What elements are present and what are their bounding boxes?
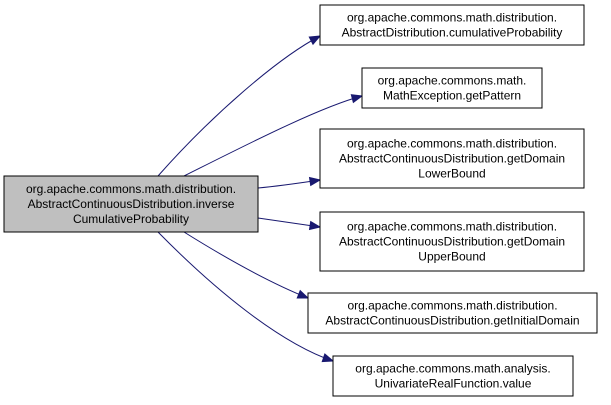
edge-to-get-domain-upper-bound-arrowhead [308,220,322,231]
callee-node-cumulative-probability-label-line: AbstractDistribution.cumulativeProbabili… [342,26,563,40]
callee-node-get-initial-domain[interactable]: org.apache.commons.math.distribution.Abs… [307,292,598,334]
callee-node-get-domain-upper-bound-label-line: UpperBound [418,250,485,264]
callee-node-get-pattern-label-line: MathException.getPattern [383,89,521,103]
callee-node-get-domain-lower-bound-label-line: LowerBound [418,167,485,181]
edge-to-value [157,231,335,363]
edge-to-cumulative-probability-line [157,35,321,177]
callee-node-get-initial-domain-label-line: org.apache.commons.math.distribution. [347,299,557,313]
callee-node-get-domain-upper-bound-label-line: org.apache.commons.math.distribution. [347,220,557,234]
callee-node-get-pattern[interactable]: org.apache.commons.math.MathException.ge… [361,67,543,109]
callee-node-get-domain-lower-bound-label-line: AbstractContinuousDistribution.getDomain [339,152,565,166]
callee-node-get-domain-upper-bound[interactable]: org.apache.commons.math.distribution.Abs… [319,211,585,272]
root-node-inverse-cumulative-probability-label-line: org.apache.commons.math.distribution. [26,182,236,196]
edge-to-get-pattern-arrowhead [350,94,364,104]
callee-node-get-domain-upper-bound-box [319,211,585,272]
root-node-inverse-cumulative-probability-label-line: AbstractContinuousDistribution.inverse [28,197,235,211]
edge-to-get-initial-domain [183,231,310,299]
callee-node-cumulative-probability-label-line: org.apache.commons.math.distribution. [347,11,557,25]
edge-to-cumulative-probability-arrowhead [308,35,322,46]
callee-node-get-domain-lower-bound-box [319,128,585,189]
callee-node-value-box [332,355,574,397]
callee-node-cumulative-probability[interactable]: org.apache.commons.math.distribution.Abs… [319,4,585,46]
callee-node-value-label-line: org.apache.commons.math.analysis. [355,362,550,376]
edge-to-get-pattern-line [183,95,363,177]
callee-node-get-domain-lower-bound[interactable]: org.apache.commons.math.distribution.Abs… [319,128,585,189]
callee-node-get-domain-upper-bound-label-line: AbstractContinuousDistribution.getDomain [339,235,565,249]
callee-node-get-pattern-label-line: org.apache.commons.math. [378,74,527,88]
edge-to-get-initial-domain-line [183,231,309,299]
edge-to-get-domain-lower-bound-arrowhead [308,176,322,187]
callee-node-value[interactable]: org.apache.commons.math.analysis.Univari… [332,355,574,397]
call-edges [157,35,364,363]
callee-node-get-pattern-box [361,67,543,109]
root-node-inverse-cumulative-probability[interactable]: org.apache.commons.math.distribution.Abs… [3,175,259,233]
edge-to-get-domain-lower-bound [257,176,322,189]
callee-node-get-domain-lower-bound-label-line: org.apache.commons.math.distribution. [347,137,557,151]
callee-node-cumulative-probability-box [319,4,585,46]
edge-to-get-domain-upper-bound [257,217,322,231]
edge-to-value-line [157,231,334,362]
edge-to-cumulative-probability [157,35,322,177]
callee-node-get-initial-domain-label-line: AbstractContinuousDistribution.getInitia… [325,314,579,328]
root-node-inverse-cumulative-probability-label-line: CumulativeProbability [73,212,189,226]
callee-node-get-initial-domain-box [307,292,598,334]
edge-to-get-pattern [183,94,364,177]
callee-node-value-label-line: UnivariateRealFunction.value [375,377,532,391]
call-nodes: org.apache.commons.math.distribution.Abs… [3,4,598,397]
root-node-inverse-cumulative-probability-box [3,175,259,233]
edge-to-value-arrowhead [321,353,335,363]
edge-to-get-initial-domain-arrowhead [296,289,310,299]
